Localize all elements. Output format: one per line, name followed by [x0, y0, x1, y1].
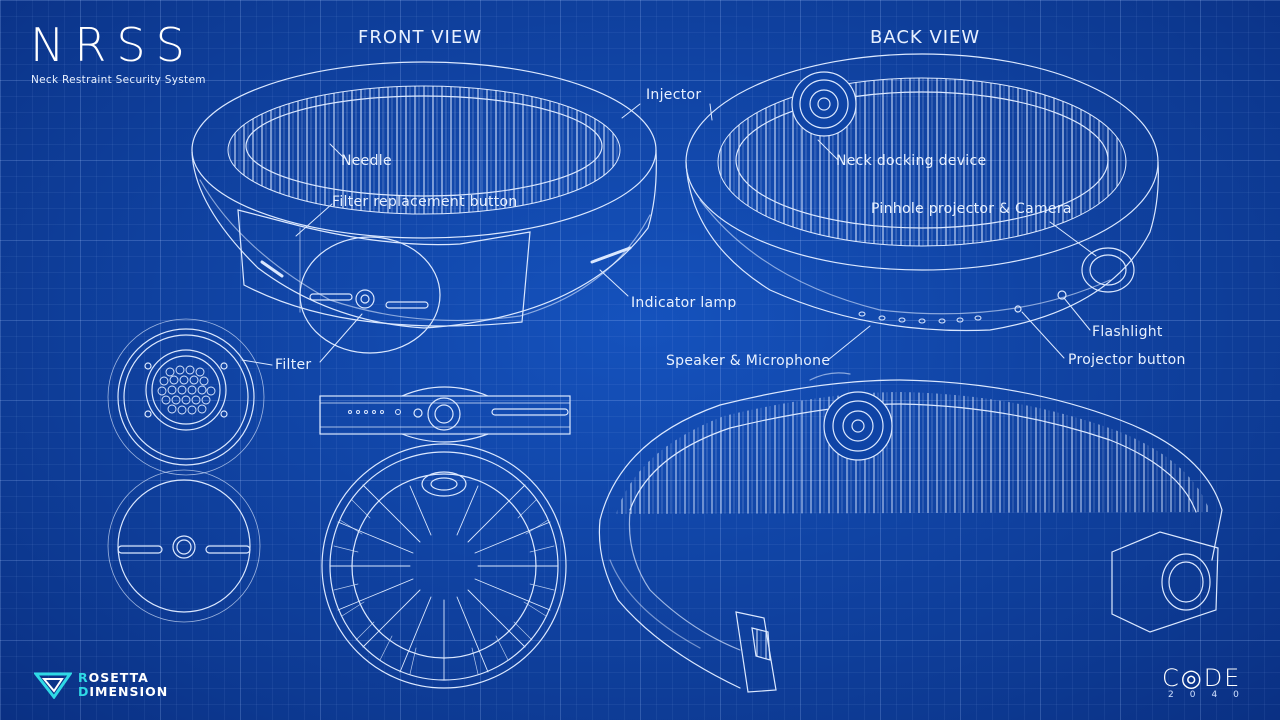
front-view-title: FRONT VIEW — [358, 27, 483, 48]
rosetta-initial-r: R — [78, 670, 89, 685]
collar-top-down-view — [321, 443, 567, 689]
label-needle: Needle — [341, 153, 392, 169]
rosetta-logo-mark-icon — [34, 672, 72, 699]
rosetta-logo-text: ROSETTA DIMENSION — [78, 671, 168, 699]
filter-top-view — [107, 318, 265, 476]
rosetta-word-2: IMENSION — [89, 684, 169, 699]
label-filter-replacement-button: Filter replacement button — [332, 194, 518, 210]
back-leader-lines — [709, 103, 1097, 361]
collar-open-perspective-view — [598, 372, 1223, 693]
label-indicator-lamp: Indicator lamp — [631, 295, 737, 311]
label-neck-docking-device: Neck docking device — [836, 153, 987, 169]
rosetta-initial-d: D — [78, 684, 90, 699]
label-injector: Injector — [646, 87, 702, 103]
filter-back-view — [107, 469, 261, 623]
rosetta-dimension-logo: ROSETTA DIMENSION — [34, 671, 168, 699]
rosetta-word-1: OSETTA — [88, 670, 149, 685]
code-2040-logo: C◎DE 2040 — [1162, 664, 1252, 700]
back-view-collar — [685, 53, 1159, 332]
front-leader-lines — [241, 103, 641, 366]
label-filter: Filter — [275, 357, 312, 373]
code-logo-main: C◎DE — [1162, 664, 1242, 692]
collar-side-strip — [319, 386, 571, 443]
code-logo-year: 2040 — [1168, 690, 1255, 700]
label-speaker-microphone: Speaker & Microphone — [666, 353, 831, 369]
label-flashlight: Flashlight — [1092, 324, 1163, 340]
brand-subtitle: Neck Restraint Security System — [31, 74, 206, 86]
label-projector-button: Projector button — [1068, 352, 1186, 368]
label-pinhole-projector-camera: Pinhole projector & Camera — [871, 201, 1072, 217]
brand-title: NRSS — [30, 18, 195, 72]
back-view-title: BACK VIEW — [870, 27, 981, 48]
front-view-collar — [191, 61, 657, 354]
